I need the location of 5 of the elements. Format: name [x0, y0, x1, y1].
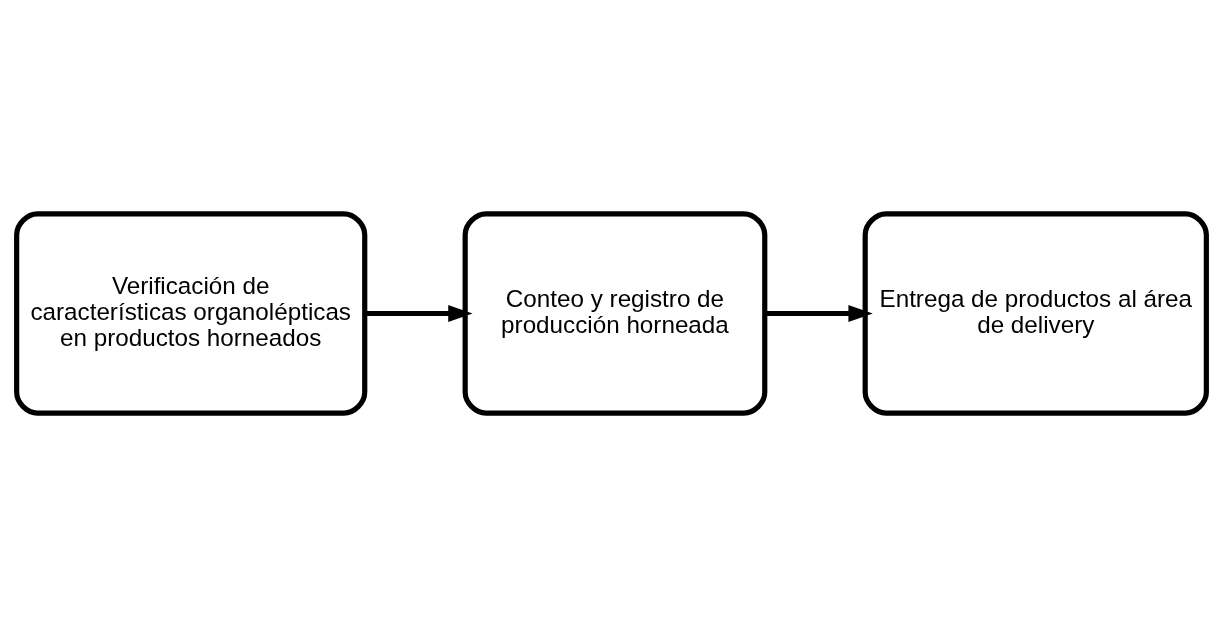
arrow: [364, 305, 473, 322]
arrow: [765, 305, 873, 322]
node-box: Verificación de características organolépticas en productos horneados: [14, 211, 368, 416]
node-box: Conteo y registro de producción horneada: [462, 211, 768, 416]
node-box: Entrega de productos al área de delivery: [862, 211, 1209, 416]
